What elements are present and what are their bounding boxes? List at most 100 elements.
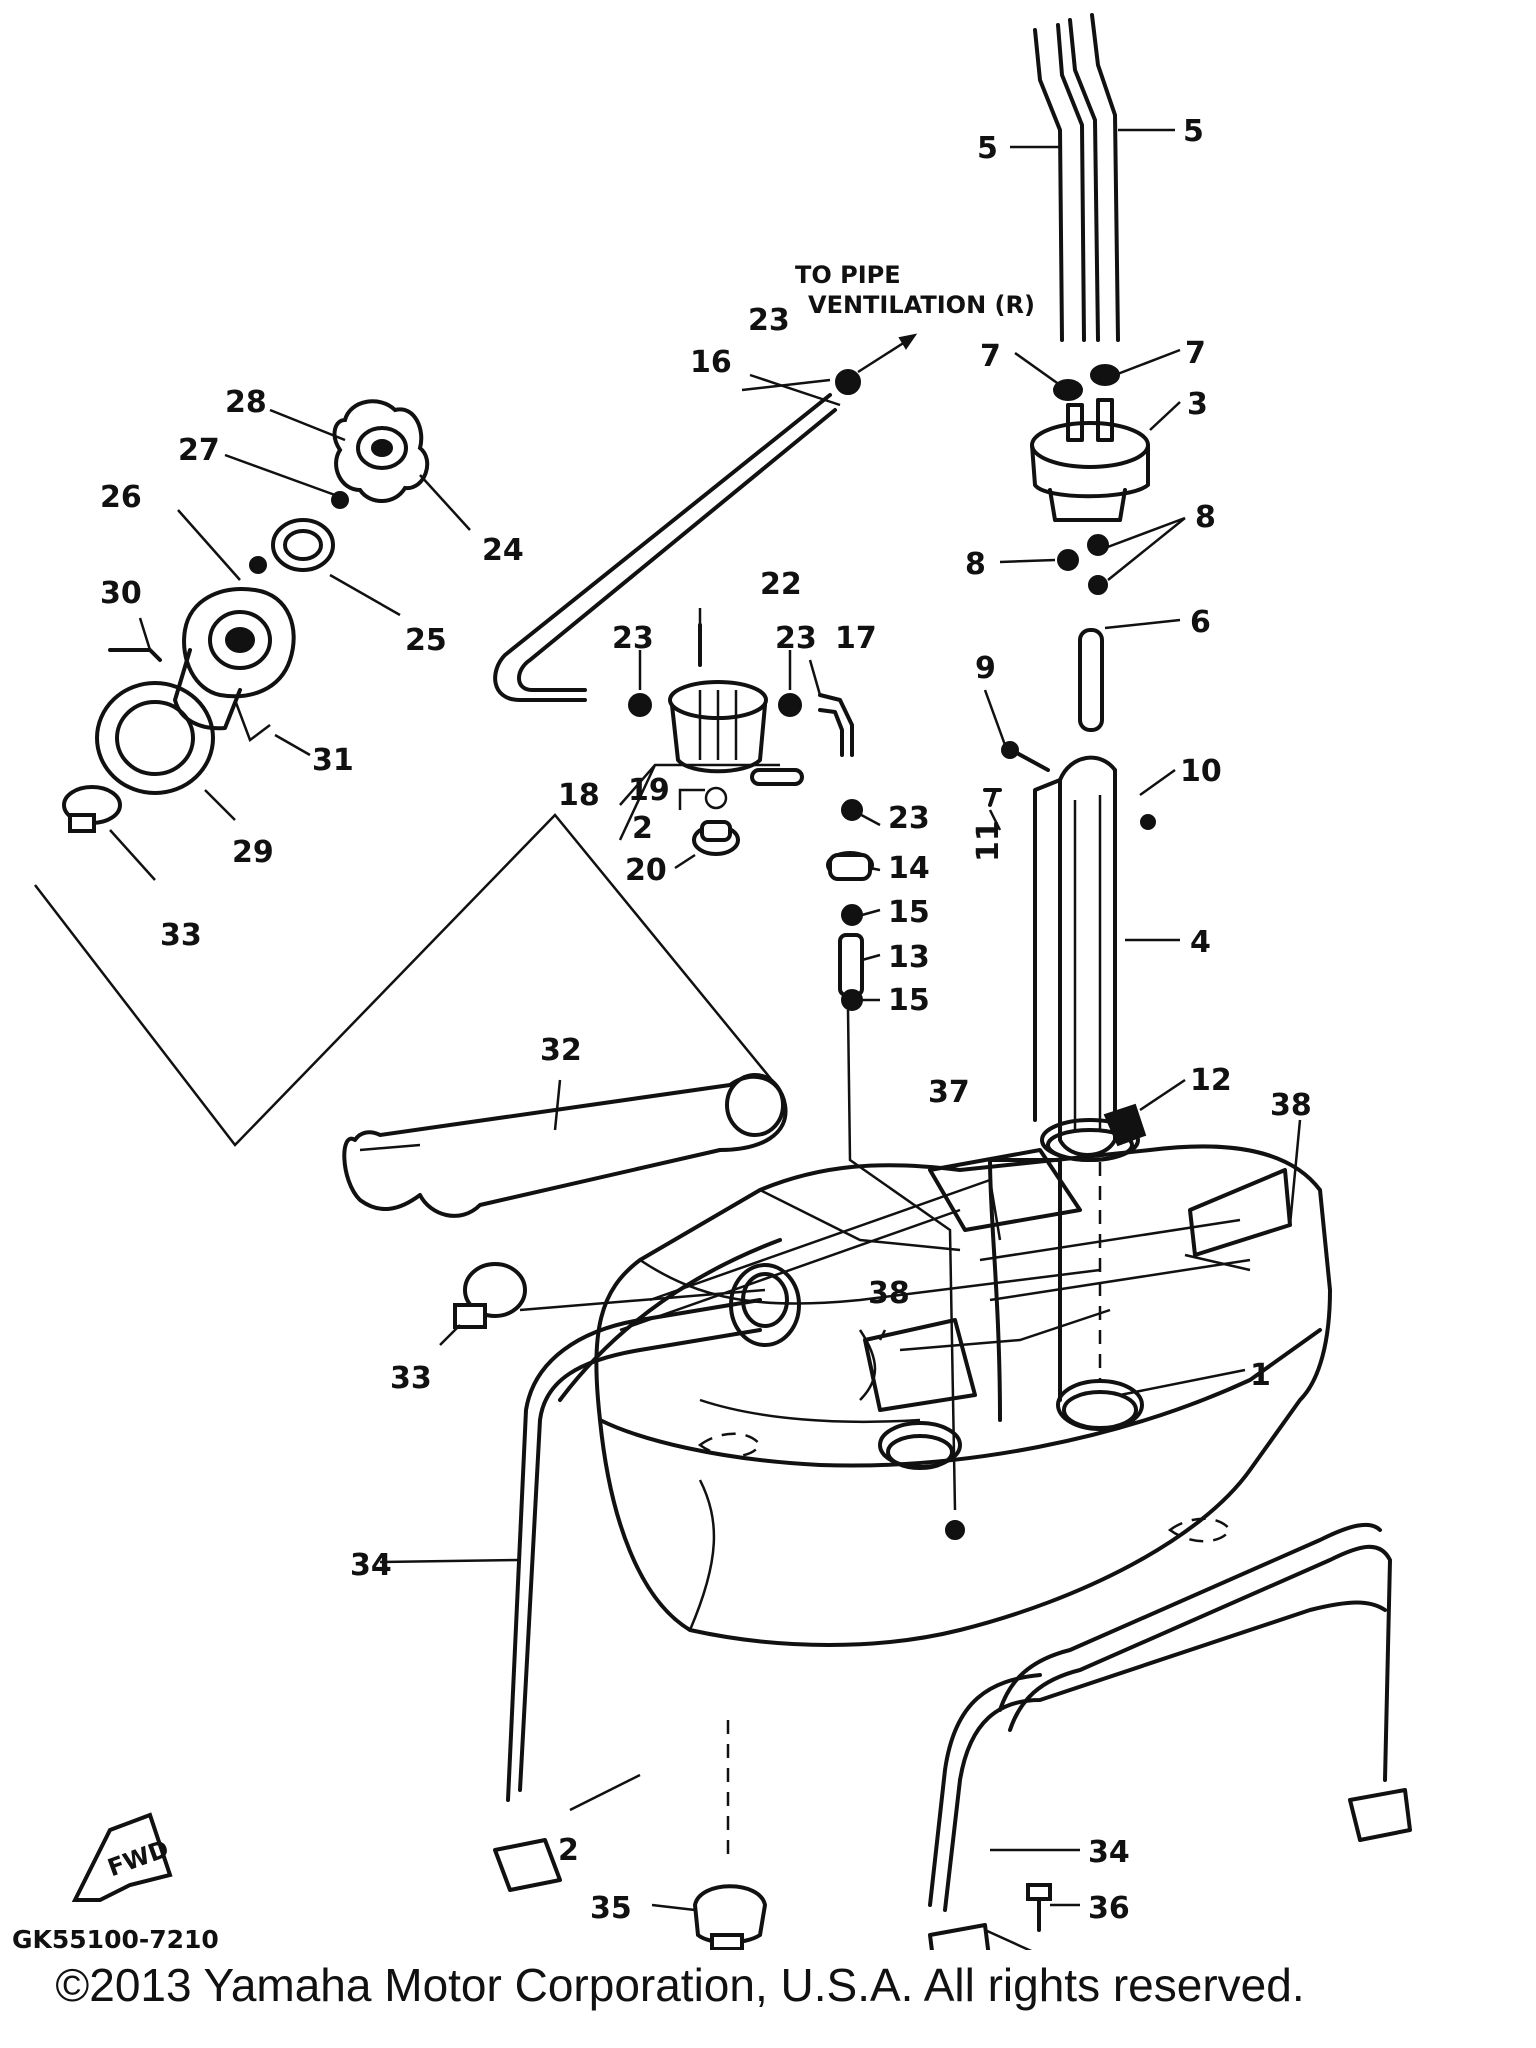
fuel-tank [594, 1090, 1332, 1860]
filler-hose-32 [342, 1073, 788, 1218]
callout-23-top: 23 [748, 303, 790, 338]
callout-13: 13 [888, 940, 930, 975]
callout-11: 11 [971, 820, 1006, 862]
callout-20: 20 [625, 853, 667, 888]
callout-15-top: 15 [888, 895, 930, 930]
filler-neck-26 [173, 587, 296, 731]
callout-25: 25 [405, 623, 447, 658]
bolt-36 [1026, 1883, 1052, 1932]
callout-17: 17 [835, 621, 877, 656]
callout-35: 35 [590, 1891, 632, 1926]
callout-6: 6 [1190, 605, 1211, 640]
callout-30: 30 [100, 576, 142, 611]
callout-21: 2 [632, 811, 653, 846]
callout-31: 31 [312, 743, 354, 778]
screw-27b [249, 556, 267, 574]
gasket-25 [271, 518, 335, 572]
cap-20 [692, 820, 740, 856]
callout-12: 12 [1190, 1063, 1232, 1098]
callout-18: 18 [558, 778, 600, 813]
tank-strap-left [493, 1298, 762, 1892]
callout-33-bottom: 33 [390, 1361, 432, 1396]
callout-32: 32 [540, 1033, 582, 1068]
vent-arrow [857, 340, 906, 374]
callout-24: 24 [482, 533, 524, 568]
fuel-tank-top [558, 1158, 1062, 1422]
callout-8-left: 8 [965, 547, 986, 582]
vent-arrow-head [898, 333, 918, 350]
screw-9 [1001, 741, 1050, 772]
callout-5-right: 5 [1183, 114, 1204, 149]
callout-5-left: 5 [977, 131, 998, 166]
gasket-19 [750, 768, 804, 786]
filter-cup-19 [668, 680, 768, 774]
nut-10 [1140, 814, 1156, 830]
fuel-tank-exploded-diagram: FWD TO PIPE VENTILATION (R) [12, 13, 1412, 1950]
callout-38-left: 38 [868, 1276, 910, 1311]
callout-7-left: 7 [980, 339, 1001, 374]
note-ventilation: VENTILATION (R) [808, 291, 1035, 319]
callout-23-filter-right: 23 [775, 621, 817, 656]
callout-34-left: 34 [350, 1548, 392, 1583]
gasket-29 [95, 681, 215, 795]
pump-housing-4 [1033, 755, 1117, 1157]
hose-clips-7 [1053, 364, 1120, 401]
o-ring-21 [704, 786, 728, 810]
band-12 [1040, 1103, 1147, 1162]
leader-lines [109, 128, 1302, 1950]
drawing-code: GK55100-7210 [12, 1925, 219, 1950]
decal-37 [928, 1148, 1082, 1232]
screw-27 [331, 491, 349, 509]
hose-17 [818, 693, 854, 757]
filler-hose-leader [519, 1288, 766, 1312]
decal-38-right [1188, 1168, 1292, 1257]
copyright-notice: ©2013 Yamaha Motor Corporation, U.S.A. A… [55, 1959, 1305, 2011]
callout-1: 1 [1250, 1358, 1271, 1393]
callout-27: 27 [178, 433, 220, 468]
tank-strap-right [998, 1522, 1412, 1842]
tank-strap-front [928, 1600, 1387, 1950]
clamp-15-top [841, 904, 863, 926]
clips-23-mid [628, 693, 802, 717]
callout-3: 3 [1187, 387, 1208, 422]
filler-cap-24 [332, 399, 430, 503]
callout-36: 36 [1088, 1891, 1130, 1926]
callout-14: 14 [888, 851, 930, 886]
callout-33-top: 33 [160, 918, 202, 953]
decal-38-left [863, 1318, 977, 1412]
clip-23-top [835, 369, 861, 395]
filler-assembly-leader [34, 813, 781, 1147]
callout-26: 26 [100, 480, 142, 515]
fuel-line [846, 1009, 957, 1511]
callout-9: 9 [975, 651, 996, 686]
callout-8-right: 8 [1195, 500, 1216, 535]
fuel-sender-unit-3 [1030, 398, 1150, 522]
callout-23-filter-left: 23 [612, 621, 654, 656]
callout-4: 4 [1190, 925, 1211, 960]
callout-34-front: 34 [1088, 1835, 1130, 1870]
screw-31-leader [233, 699, 271, 743]
vent-hoses-5 [1033, 13, 1120, 342]
callout-10: 10 [1180, 754, 1222, 789]
vent-hose-16 [493, 393, 837, 702]
fuel-valve-14 [826, 799, 874, 881]
note-to-pipe: TO PIPE [795, 261, 901, 289]
callout-28: 28 [225, 385, 267, 420]
hose-13 [838, 933, 864, 997]
clamp-15-bottom [841, 989, 863, 1011]
callout-15-bottom: 15 [888, 983, 930, 1018]
clamps-8 [1057, 534, 1109, 595]
callout-2: 2 [558, 1833, 579, 1868]
fwd-arrow: FWD [71, 1812, 173, 1902]
hose-clamp-33-bottom [453, 1262, 527, 1329]
callout-22: 22 [760, 567, 802, 602]
drain-30 [108, 648, 162, 662]
callout-23-valve: 23 [888, 801, 930, 836]
callout-16: 16 [690, 345, 732, 380]
callout-38-right: 38 [1270, 1088, 1312, 1123]
hose-clamp-33-top [62, 785, 122, 833]
callout-29: 29 [232, 835, 274, 870]
callout-7-right: 7 [1185, 336, 1206, 371]
callout-19: 19 [628, 773, 670, 808]
mount-35 [692, 1884, 768, 1950]
